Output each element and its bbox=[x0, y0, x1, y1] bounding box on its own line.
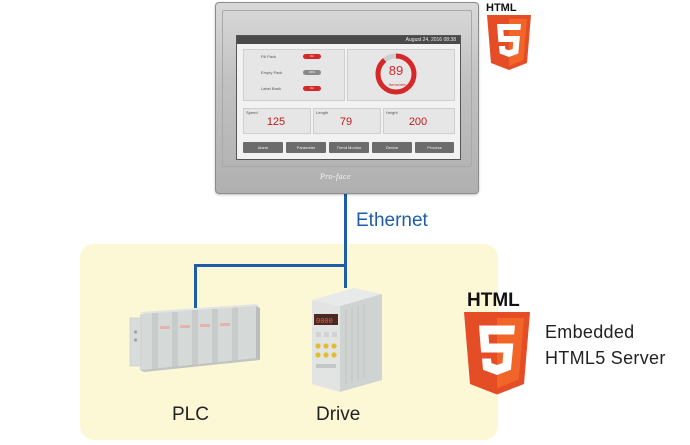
toggle-fill-pack[interactable]: On bbox=[303, 54, 321, 59]
ethernet-label: Ethernet bbox=[356, 210, 428, 232]
toggle-empty-pack[interactable]: OFF bbox=[303, 70, 321, 75]
drive-device: 0000 bbox=[306, 284, 386, 396]
gauge-unit: Items/min bbox=[389, 82, 406, 87]
html5-logo-server-word: HTML bbox=[467, 290, 520, 312]
toggle-card bbox=[243, 49, 345, 101]
nav-button-device[interactable]: Device bbox=[372, 142, 412, 153]
hmi-screen: August 24, 2016 08:38 Fill Pack On Empty… bbox=[236, 35, 461, 160]
hmi-date: August 24, 2016 08:38 bbox=[406, 36, 456, 44]
toggle-label-empty: Empty Pack bbox=[261, 70, 282, 75]
toggle-label-bank[interactable]: On bbox=[303, 86, 321, 91]
svg-text:0000: 0000 bbox=[316, 318, 333, 326]
measure-value-height: 200 bbox=[383, 116, 453, 128]
gauge-value: 89 bbox=[376, 63, 416, 78]
toggle-label-fill: Fill Pack bbox=[261, 54, 276, 59]
server-label-line2: HTML5 Server bbox=[545, 348, 666, 369]
measure-label-length: Length bbox=[316, 110, 328, 115]
toggle-label-label: Label Bank bbox=[261, 86, 281, 91]
measure-label-speed: Speed bbox=[246, 110, 258, 115]
plc-label: PLC bbox=[172, 404, 209, 426]
measure-value-speed: 125 bbox=[243, 116, 309, 128]
measure-value-length: 79 bbox=[313, 116, 379, 128]
nav-button-process[interactable]: Process bbox=[415, 142, 454, 153]
nav-button-trend-monitor[interactable]: Trend Monitor bbox=[329, 142, 369, 153]
plc-device bbox=[126, 300, 261, 380]
drive-label: Drive bbox=[316, 404, 360, 426]
html5-shield-icon bbox=[485, 15, 533, 71]
nav-button-alarm[interactable]: Alarm bbox=[243, 142, 283, 153]
ethernet-cable-horizontal bbox=[194, 264, 347, 267]
hmi-brand-logo: Pro-face bbox=[320, 172, 351, 181]
server-label-line1: Embedded bbox=[545, 322, 634, 343]
html5-logo-top-word: HTML bbox=[486, 2, 517, 14]
measure-label-height: Height bbox=[386, 110, 398, 115]
nav-button-parameter[interactable]: Parameter bbox=[286, 142, 326, 153]
html5-server-shield-icon bbox=[461, 311, 533, 397]
ethernet-cable-vertical bbox=[344, 192, 347, 288]
